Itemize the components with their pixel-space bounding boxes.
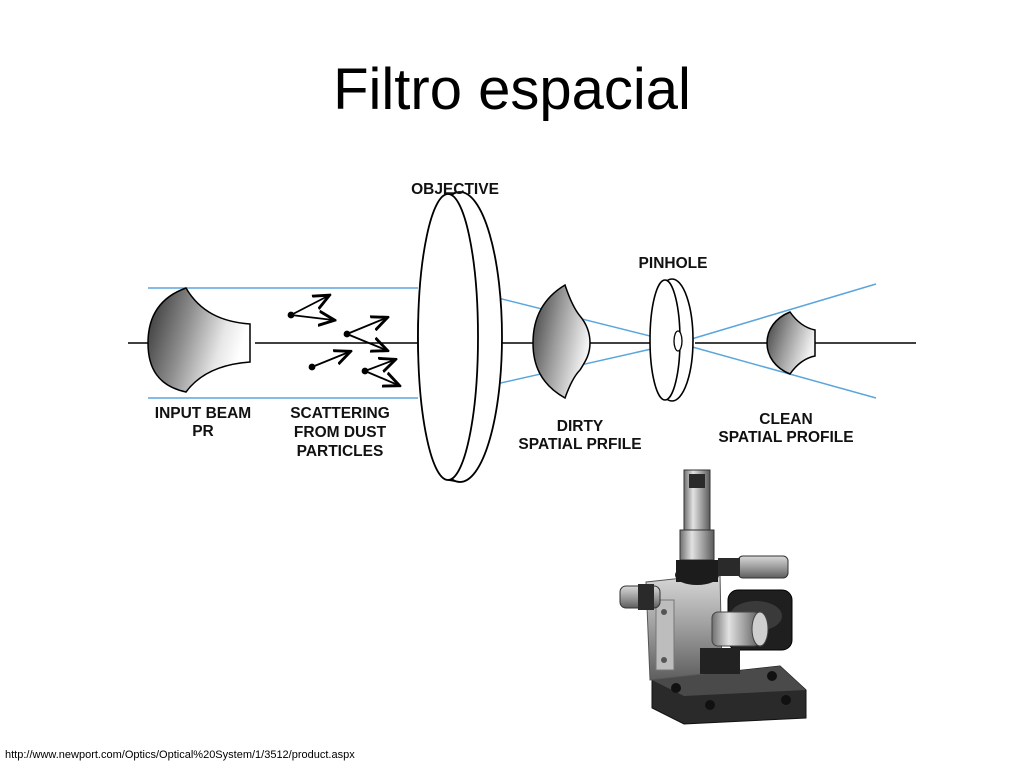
clean-label-line1: CLEAN	[759, 411, 812, 428]
dirty-label-line1: DIRTY	[557, 418, 604, 435]
dirty-label-line2: SPATIAL PRFILE	[518, 436, 641, 453]
scattering-label-line3: PARTICLES	[297, 443, 384, 460]
spatial-filter-product-image	[619, 469, 807, 725]
pinhole-disc	[649, 278, 694, 402]
scattering-label-line1: SCATTERING	[290, 405, 390, 422]
input-beam-label-line2: PR	[192, 423, 214, 440]
objective-label: OBJECTIVE	[411, 181, 499, 198]
input-beam-profile	[147, 287, 251, 393]
clean-spatial-profile	[766, 311, 816, 375]
objective-lens	[417, 191, 503, 483]
clean-label-line2: SPATIAL PROFILE	[718, 429, 853, 446]
scattering-label-line2: FROM DUST	[294, 424, 387, 441]
pinhole-label: PINHOLE	[639, 255, 708, 272]
input-beam-label-line1: INPUT BEAM	[155, 405, 251, 422]
input-beam-rays	[148, 287, 418, 399]
slide-title: Filtro espacial	[333, 57, 691, 122]
dirty-spatial-profile	[532, 283, 591, 400]
source-url: http://www.newport.com/Optics/Optical%20…	[5, 749, 355, 761]
scattering-arrows	[287, 296, 399, 385]
focused-beam-rays	[473, 283, 877, 399]
